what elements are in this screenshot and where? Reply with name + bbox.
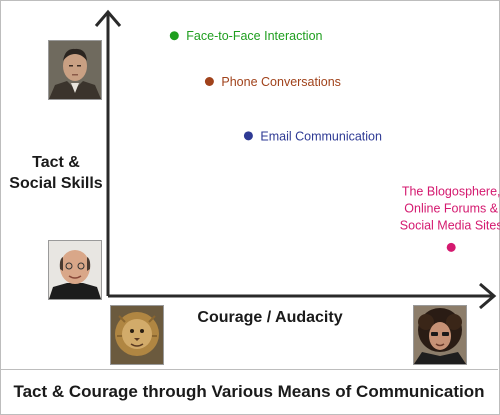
- x-axis-arrow: [479, 282, 497, 310]
- data-point: [169, 31, 179, 41]
- figure-caption: Tact & Courage through Various Means of …: [13, 381, 485, 401]
- data-label: Face-to-Face Interaction: [186, 29, 322, 43]
- data-point: [446, 242, 456, 252]
- data-label: Email Communication: [260, 129, 382, 143]
- x-axis-label: Courage / Audacity: [197, 309, 343, 326]
- data-label: The Blogosphere,Online Forums &Social Me…: [400, 184, 500, 232]
- data-point: [204, 77, 214, 86]
- y-axis-arrow: [94, 9, 122, 27]
- bald-man-photo: [48, 240, 102, 300]
- data-point: [243, 131, 253, 141]
- lion-costume-photo: [110, 305, 164, 365]
- caption-divider: [0, 369, 498, 370]
- data-label: Phone Conversations: [221, 75, 341, 89]
- y-axis-label: Tact & Social Skills: [9, 154, 103, 192]
- man-in-suit-photo: [48, 40, 102, 100]
- curly-haired-man-photo: [413, 305, 467, 365]
- axes: [94, 9, 497, 310]
